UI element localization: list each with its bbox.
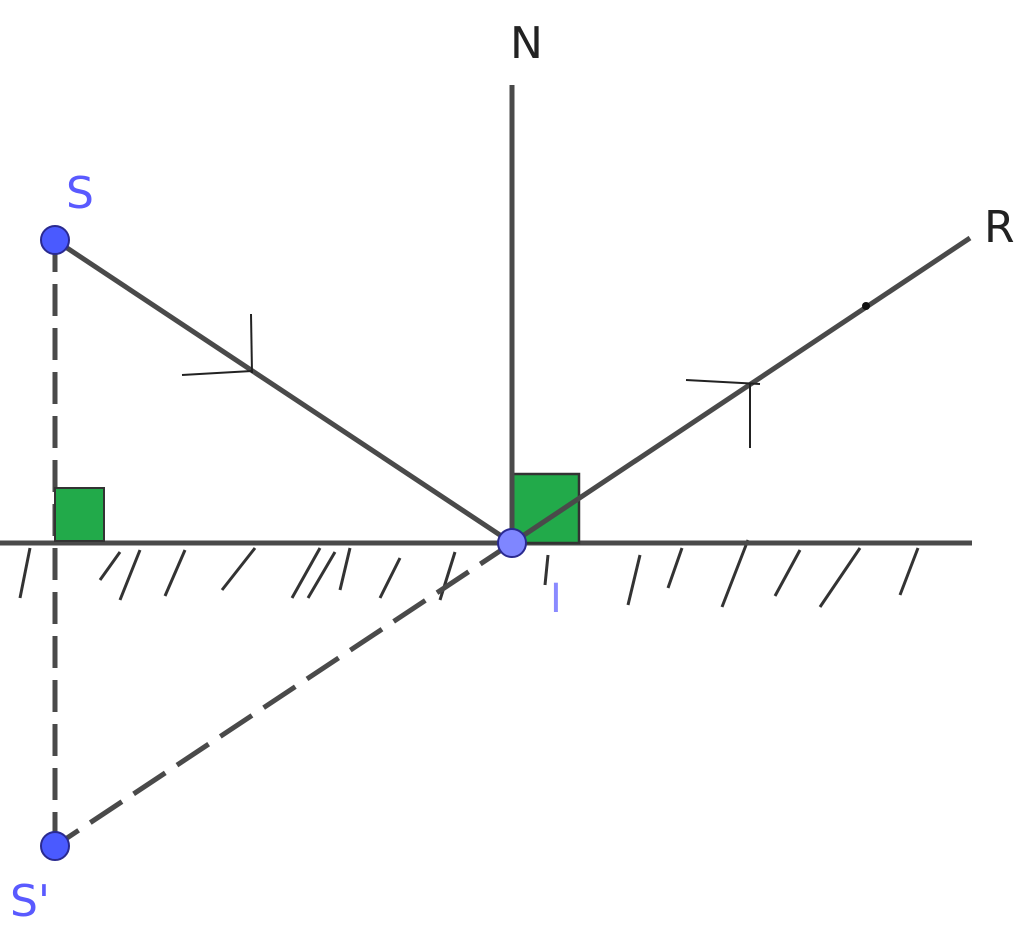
label-i: I xyxy=(550,576,562,622)
label-r: R xyxy=(984,202,1015,253)
label-s-prime: S' xyxy=(10,876,50,926)
label-s: S xyxy=(66,168,94,219)
mirror-hatching xyxy=(18,539,920,608)
reflected-ray-tick xyxy=(862,302,870,310)
right-angle-marker-s xyxy=(54,487,105,542)
point-s-prime xyxy=(40,831,70,861)
reflected-ray-arrow xyxy=(685,379,761,448)
point-s xyxy=(40,225,70,255)
reflected-ray xyxy=(510,235,972,546)
label-n: N xyxy=(510,18,543,69)
incident-ray-arrow xyxy=(181,313,253,376)
point-i xyxy=(497,528,527,558)
incident-ray xyxy=(53,237,514,546)
image-ray-dashed-line xyxy=(53,540,514,849)
